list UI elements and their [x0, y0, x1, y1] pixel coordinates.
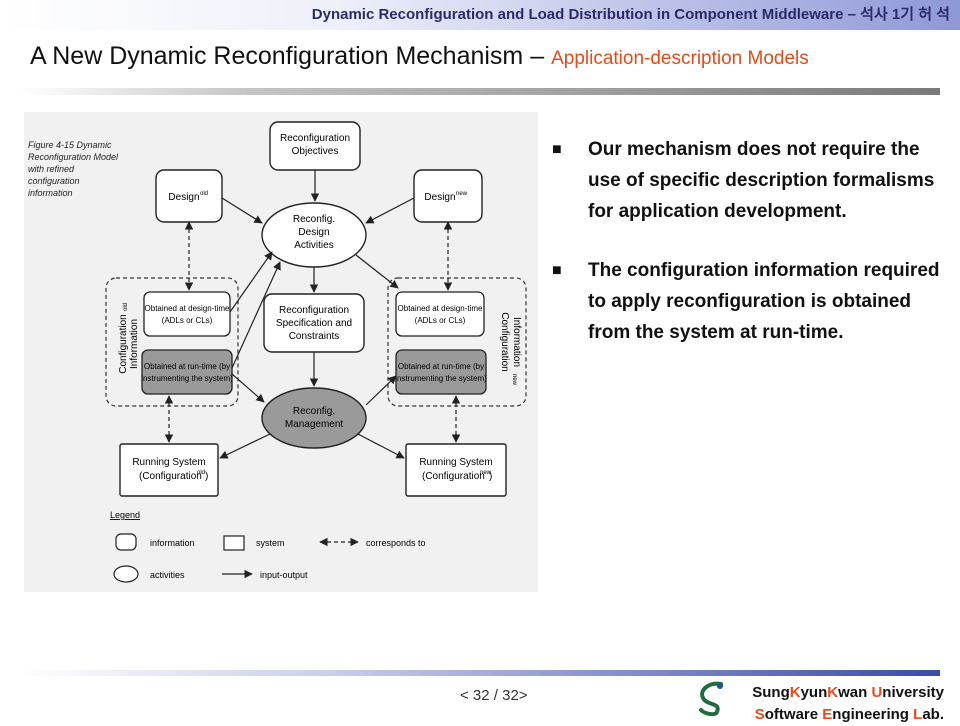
running-new-line: (Configuration	[422, 471, 485, 482]
univ-part: niversity	[882, 684, 944, 701]
title-divider	[20, 88, 940, 95]
objectives-line: Objectives	[292, 146, 339, 157]
legend-activities-label: activities	[150, 570, 185, 580]
caption-line: information	[28, 188, 73, 198]
spec-line: Specification and	[276, 318, 352, 329]
design-time-left-line: Obtained at design-time	[145, 304, 230, 313]
design-old-label: Design	[168, 192, 199, 203]
config-info-new-group: Obtained at design-time (ADLs or CLs) Ob…	[387, 277, 527, 407]
config-info-new-label: Information	[511, 317, 522, 367]
config-info-old-sup: old	[123, 303, 129, 311]
activities-line: Reconfig.	[293, 214, 335, 225]
figure-panel: Figure 4-15 Dynamic Reconfiguration Mode…	[24, 112, 538, 592]
bullet-text: Our mechanism does not require the use o…	[588, 139, 935, 222]
design-new-label: Design	[424, 192, 455, 203]
header-text: Dynamic Reconfiguration and Load Distrib…	[312, 3, 950, 24]
figure-caption: Figure 4-15 Dynamic Reconfiguration Mode…	[28, 140, 119, 198]
objectives-line: Reconfiguration	[280, 133, 350, 144]
running-old-close: )	[205, 471, 208, 482]
design-new-sup: new	[456, 191, 468, 197]
course-title: Dynamic Reconfiguration and Load Distrib…	[311, 6, 856, 23]
reconfiguration-objectives-box: Reconfiguration Objectives	[269, 121, 361, 171]
legend-information-label: information	[150, 538, 195, 548]
legend: Legend information system corresponds to…	[110, 510, 426, 583]
university-line: SungKyunKwan University	[752, 682, 944, 704]
run-time-right-line: instrumenting the system)	[395, 374, 487, 383]
design-new-box: Design new	[413, 169, 483, 223]
caption-line: Figure 4-15 Dynamic	[28, 140, 112, 150]
university-name: SungKyunKwan University Software Enginee…	[752, 682, 944, 726]
legend-title: Legend	[110, 510, 140, 520]
running-system-new-box: Running System (Configuration new )	[405, 443, 507, 497]
caption-line: configuration	[28, 176, 80, 186]
univ-initial: K	[827, 684, 839, 701]
design-old-sup: old	[200, 191, 208, 197]
legend-activities-swatch	[113, 565, 139, 583]
author-name: 석사 1기 허 석	[860, 6, 950, 23]
management-ellipse: Reconfig. Management	[261, 387, 367, 449]
running-new-sup: new	[480, 470, 492, 476]
running-old-line: Running System	[132, 457, 205, 468]
lab-initial: E	[822, 706, 833, 723]
legend-corresponds-label: corresponds to	[366, 538, 426, 548]
univ-part: wan	[838, 684, 872, 701]
run-time-right-line: Obtained at run-time (by	[398, 362, 484, 371]
univ-part: yun	[800, 684, 828, 701]
reconfiguration-model-diagram: Figure 4-15 Dynamic Reconfiguration Mode…	[28, 121, 527, 583]
running-old-line: (Configuration	[139, 471, 202, 482]
config-info-old-label: Information	[129, 319, 140, 369]
running-new-line: Running System	[419, 457, 492, 468]
page-number: < 32 / 32>	[460, 687, 528, 704]
legend-system-label: system	[256, 538, 285, 548]
config-info-old-group: Configuration Information old Obtained a…	[105, 277, 239, 407]
activities-line: Design	[298, 227, 329, 238]
lab-part: ab.	[922, 706, 944, 723]
lab-part: ngineering	[832, 706, 914, 723]
config-info-new-label: Configuration	[499, 312, 510, 371]
lab-part: oftware	[764, 706, 823, 723]
config-info-new-sup: new	[511, 374, 517, 386]
management-line: Management	[285, 419, 344, 430]
diagram-connectors	[164, 170, 461, 459]
running-new-close: )	[489, 471, 492, 482]
management-line: Reconfig.	[293, 406, 335, 417]
bullet-square-icon: ■	[552, 262, 562, 279]
title-sub: Application-description Models	[551, 48, 809, 69]
spec-line: Constraints	[289, 331, 340, 342]
caption-line: Reconfiguration Model	[28, 152, 119, 162]
design-time-right-line: Obtained at design-time	[398, 304, 483, 313]
univ-initial: K	[789, 684, 801, 701]
bullet-item: ■ The configuration information required…	[552, 255, 942, 348]
config-info-old-label: Configuration	[118, 314, 129, 373]
bullet-item: ■ Our mechanism does not require the use…	[552, 134, 942, 227]
legend-system-swatch	[223, 535, 245, 551]
title-main: A New Dynamic Reconfiguration Mechanism …	[30, 42, 545, 70]
univ-part: Sung	[752, 684, 790, 701]
university-logo-icon	[699, 681, 723, 716]
design-activities-ellipse: Reconfig. Design Activities	[261, 202, 367, 268]
lab-initial: L	[913, 706, 923, 723]
legend-input-output-label: input-output	[260, 570, 308, 580]
running-old-sup: old	[197, 470, 205, 476]
footer-divider	[18, 670, 940, 676]
univ-initial: U	[871, 684, 883, 701]
slide-title: A New Dynamic Reconfiguration Mechanism …	[30, 42, 809, 71]
running-system-old-box: Running System (Configuration old )	[119, 443, 219, 497]
bullet-list: ■ Our mechanism does not require the use…	[552, 134, 942, 376]
legend-information-swatch	[115, 533, 137, 551]
design-time-left-line: (ADLs or CLs)	[162, 316, 213, 325]
spec-line: Reconfiguration	[279, 305, 349, 316]
design-old-box: Design old	[155, 169, 223, 223]
spec-constraints-box: Reconfiguration Specification and Constr…	[263, 293, 365, 353]
caption-line: with refined	[28, 164, 75, 174]
bullet-text: The configuration information required t…	[588, 260, 940, 343]
design-time-right-line: (ADLs or CLs)	[415, 316, 466, 325]
run-time-left-line: Obtained at run-time (by	[144, 362, 230, 371]
activities-line: Activities	[294, 240, 333, 251]
lab-line: Software Engineering Lab.	[752, 704, 944, 726]
lab-initial: S	[754, 706, 765, 723]
header-bar: Dynamic Reconfiguration and Load Distrib…	[0, 0, 960, 30]
bullet-square-icon: ■	[552, 141, 562, 158]
run-time-left-line: instrumenting the system)	[141, 374, 233, 383]
